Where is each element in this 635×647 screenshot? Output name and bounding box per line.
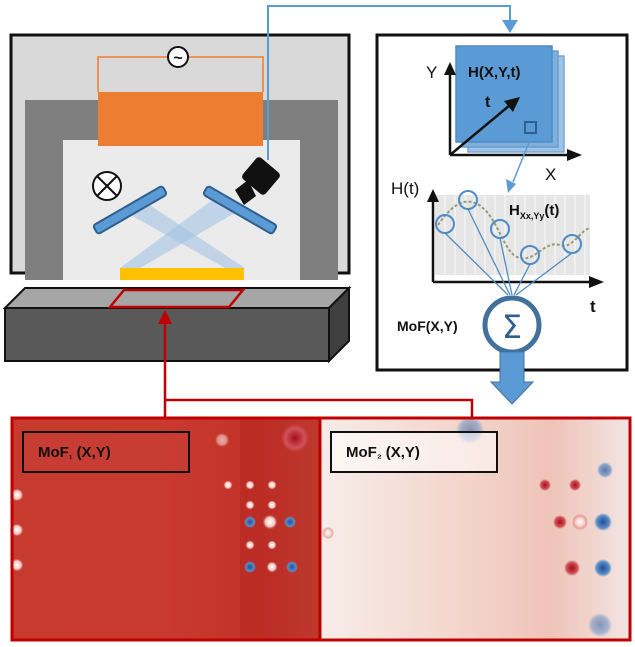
mof1-label-tail: (X,Y) — [76, 443, 111, 461]
series-axis-y-label: H(t) — [391, 179, 419, 198]
camera-lens-icon — [235, 180, 256, 205]
series-gridlines — [444, 195, 586, 275]
maps-bracket — [165, 398, 474, 418]
stack-label: H(X,Y,t) — [468, 64, 521, 81]
stack-axis-x-arrow — [567, 149, 582, 161]
left-mirror — [92, 185, 168, 235]
sum-label: MoF(X,Y) — [397, 318, 458, 334]
camera-to-panel-arrow — [502, 20, 518, 33]
stage-side-face — [328, 285, 350, 364]
selected-pixel — [524, 121, 537, 134]
series-label-main: H — [509, 202, 520, 219]
pixel-to-series-link — [512, 139, 531, 183]
analysis-panel: H(X,Y,t) Y X t H(t) t — [375, 33, 629, 372]
stack-axis-y-arrow — [444, 62, 456, 75]
series-label-sub: Xx,Yy — [520, 211, 545, 221]
sample-stage — [2, 285, 352, 364]
series-plot-area — [435, 195, 590, 275]
ac-source-icon — [167, 46, 189, 68]
camera-to-panel-link — [267, 5, 511, 160]
stack-axis-t-arrow — [504, 97, 520, 112]
right-mirror — [202, 185, 278, 235]
series-label-tail: (t) — [544, 202, 559, 219]
measurement-region-outline — [107, 288, 246, 309]
camera-body-icon — [242, 157, 280, 195]
output-arrow — [489, 351, 535, 405]
lamp-cross-b — [96, 175, 118, 197]
mof2-label-main: MoF — [346, 443, 377, 461]
maps-to-sample-arrow — [158, 310, 172, 324]
mof2-label-sub: ₂ — [376, 449, 382, 461]
mof1-label-sub: ₁ — [68, 450, 73, 460]
stack-axis-x-label: X — [545, 165, 556, 184]
sample-strip — [120, 268, 244, 280]
stack-axis-y-label: Y — [426, 63, 437, 82]
series-axis-y-arrow — [427, 189, 439, 202]
heater-block — [98, 92, 263, 146]
series-label: HXx,Yy(t) — [509, 202, 559, 221]
apparatus: ~ — [9, 33, 351, 280]
sample-links — [444, 208, 573, 296]
stack-axis-t-label: t — [485, 94, 491, 111]
ac-source-symbol: ~ — [173, 50, 182, 67]
series-axis-t-arrow — [589, 276, 604, 288]
series-axis-t-label: t — [590, 297, 596, 316]
reflected-beam — [120, 198, 240, 268]
stack-axis-t — [449, 104, 511, 156]
frame-stack-1 — [455, 45, 553, 143]
sum-symbol: Σ — [502, 308, 522, 346]
mof1-label-main: MoF — [38, 443, 69, 461]
mof1-dark-band — [240, 419, 320, 639]
pixel-to-series-arrow — [506, 179, 516, 193]
mof2-label-tail: (X,Y) — [385, 443, 420, 461]
mof1-hotspots — [10, 424, 309, 573]
series-curve — [437, 200, 591, 260]
